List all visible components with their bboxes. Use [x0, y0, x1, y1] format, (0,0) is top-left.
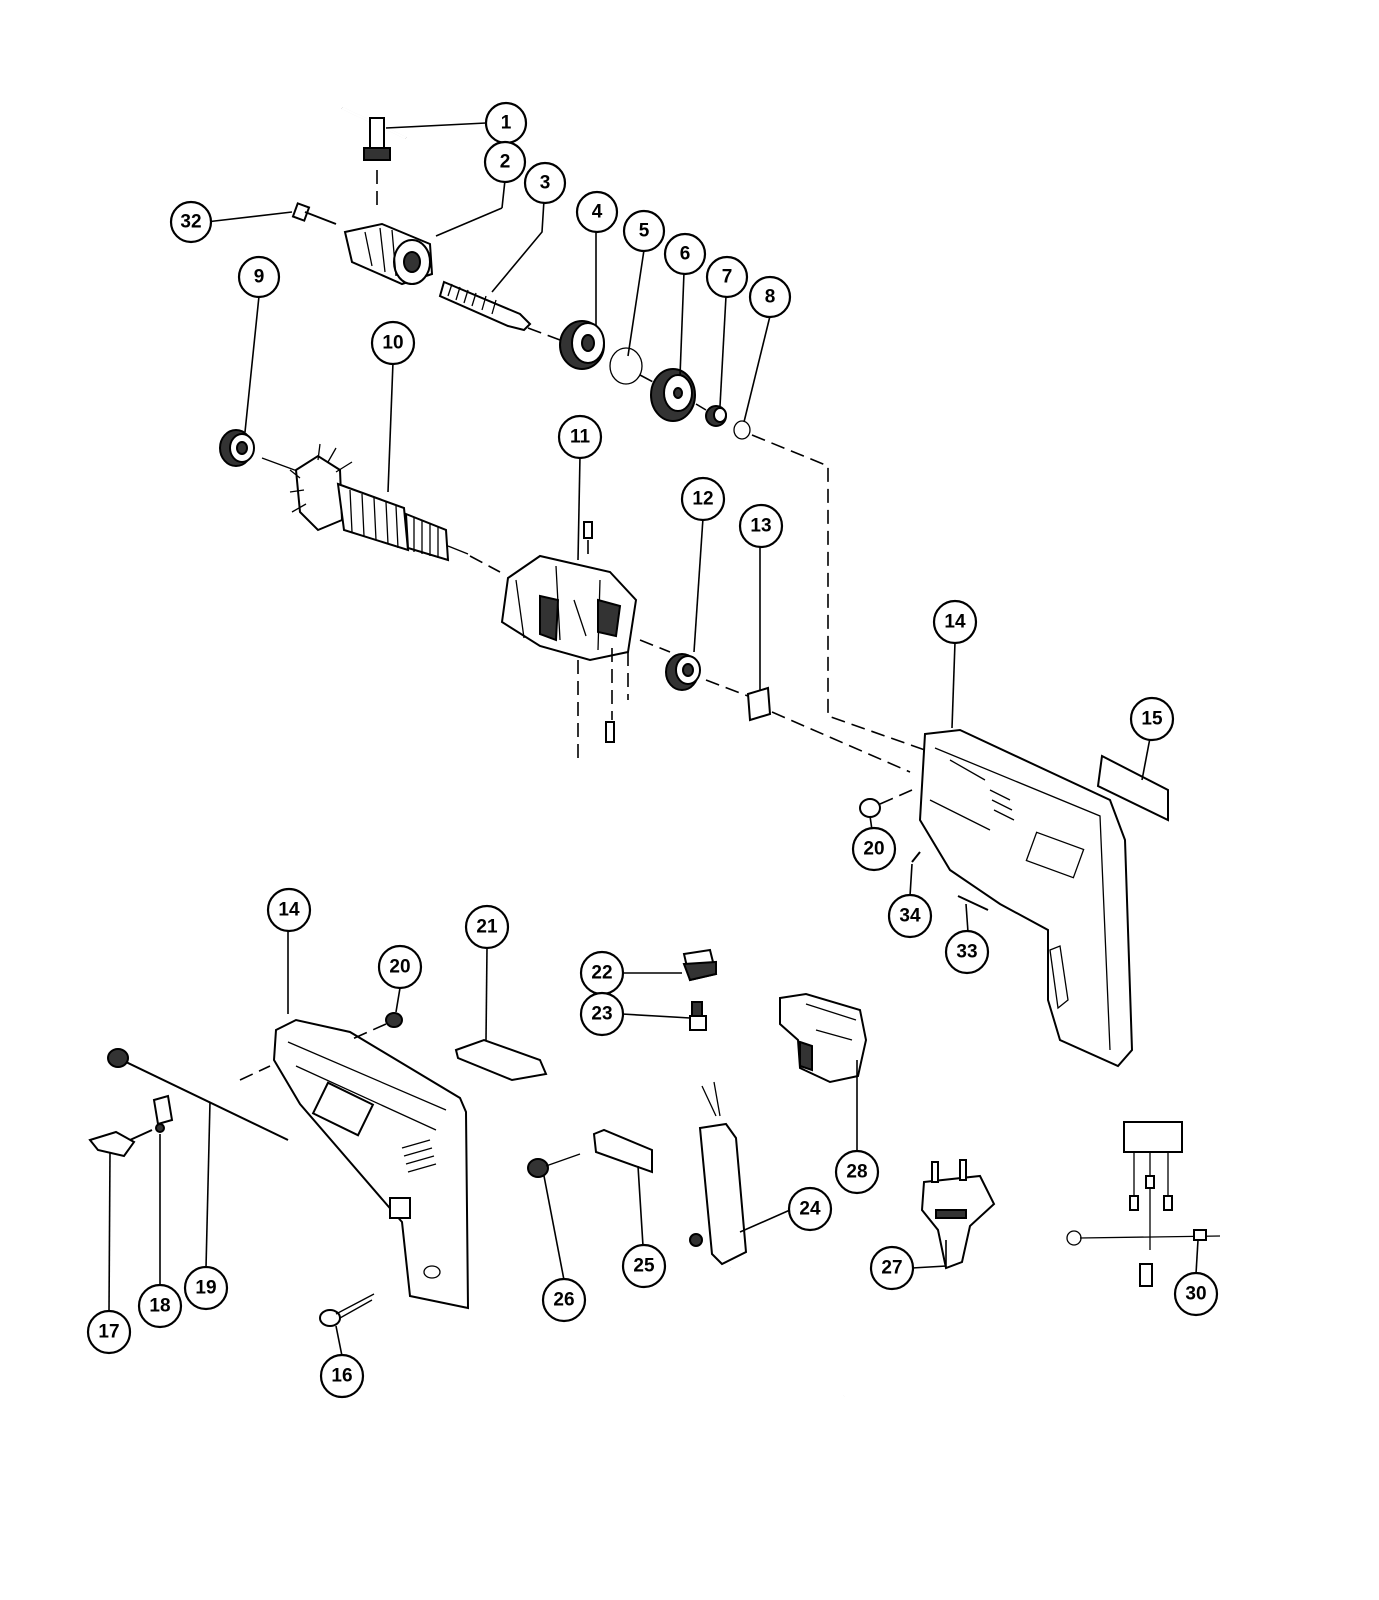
callout-20-left: 20	[377, 944, 423, 990]
svg-text:19: 19	[195, 1278, 216, 1299]
svg-text:12: 12	[692, 489, 713, 510]
cap-right	[859, 798, 881, 818]
housing-screw	[319, 1293, 375, 1327]
callout-6: 6	[663, 232, 707, 276]
callout-2: 2	[483, 140, 527, 184]
ball-bearing-rear	[219, 429, 255, 467]
svg-text:20: 20	[863, 839, 884, 860]
callout-19: 19	[183, 1265, 229, 1311]
callout-4: 4	[575, 190, 619, 234]
ball-bearing-front	[559, 320, 605, 370]
callout-22: 22	[579, 950, 625, 996]
cap-left	[385, 1012, 403, 1028]
leader-lines	[108, 122, 1199, 1357]
callout-14-left: 14	[266, 887, 312, 933]
callout-8: 8	[748, 275, 792, 319]
svg-text:22: 22	[591, 963, 612, 984]
callout-5: 5	[622, 209, 666, 253]
callout-12: 12	[680, 476, 726, 522]
svg-text:8: 8	[765, 287, 776, 308]
svg-text:34: 34	[899, 906, 921, 927]
svg-text:33: 33	[956, 942, 977, 963]
svg-text:14: 14	[944, 612, 966, 633]
svg-text:3: 3	[540, 173, 551, 194]
callout-1: 1	[484, 101, 528, 145]
svg-text:32: 32	[180, 212, 201, 233]
gear	[650, 368, 696, 422]
spindle	[438, 280, 532, 332]
svg-text:6: 6	[680, 244, 691, 265]
svg-text:11: 11	[570, 427, 591, 448]
svg-text:25: 25	[633, 1256, 655, 1277]
callout-20-right: 20	[851, 826, 897, 872]
svg-text:1: 1	[501, 113, 512, 134]
carbon-brush	[689, 1001, 707, 1031]
chuck-key	[341, 106, 407, 205]
cord-armor	[689, 1081, 947, 1401]
svg-text:24: 24	[799, 1199, 821, 1220]
svg-text:26: 26	[553, 1290, 574, 1311]
svg-text:2: 2	[500, 152, 511, 173]
callout-10: 10	[370, 320, 416, 366]
housing-right	[918, 728, 1134, 1068]
callout-27: 27	[869, 1245, 915, 1291]
callout-23: 23	[579, 991, 625, 1037]
depth-rod	[107, 1048, 289, 1141]
svg-text:17: 17	[98, 1322, 119, 1343]
power-plug	[920, 1159, 996, 1270]
svg-text:27: 27	[881, 1258, 902, 1279]
svg-text:4: 4	[592, 202, 603, 223]
callout-14-right: 14	[932, 599, 978, 645]
cord-clamp	[527, 1128, 653, 1178]
callout-26: 26	[541, 1277, 587, 1323]
callout-16: 16	[319, 1353, 365, 1399]
brush-holder	[682, 948, 718, 982]
callout-18: 18	[137, 1283, 183, 1329]
retaining-ring	[609, 347, 643, 385]
svg-text:18: 18	[149, 1296, 170, 1317]
callout-21: 21	[464, 904, 510, 950]
chuck-screw	[291, 202, 337, 225]
callout-24: 24	[787, 1186, 833, 1232]
callout-33: 33	[944, 929, 990, 975]
trigger-switch	[779, 992, 868, 1084]
svg-text:14: 14	[278, 900, 300, 921]
svg-text:28: 28	[846, 1162, 867, 1183]
svg-text:21: 21	[476, 917, 498, 938]
callout-7: 7	[705, 255, 749, 299]
svg-text:23: 23	[591, 1004, 612, 1025]
armature	[261, 443, 501, 573]
svg-text:10: 10	[382, 333, 403, 354]
callout-15: 15	[1129, 696, 1175, 742]
stator-field	[500, 521, 638, 760]
callout-32: 32	[169, 200, 213, 244]
callout-9: 9	[237, 255, 281, 299]
svg-text:15: 15	[1141, 709, 1163, 730]
callout-17: 17	[86, 1309, 132, 1355]
svg-text:5: 5	[639, 221, 650, 242]
svg-text:30: 30	[1185, 1284, 1206, 1305]
callout-3: 3	[523, 161, 567, 205]
bushing	[705, 405, 727, 427]
svg-text:7: 7	[722, 267, 733, 288]
svg-text:20: 20	[389, 957, 410, 978]
noise-suppressor	[1066, 1121, 1221, 1287]
housing-left	[272, 1018, 470, 1310]
side-cover	[454, 1038, 548, 1082]
callout-25: 25	[621, 1243, 667, 1289]
ball-bearing-armature	[665, 653, 701, 691]
callout-28: 28	[834, 1149, 880, 1195]
washer	[733, 420, 751, 440]
callout-13: 13	[738, 503, 784, 549]
svg-text:16: 16	[331, 1366, 352, 1387]
name-plate	[1096, 754, 1169, 822]
svg-text:13: 13	[750, 516, 771, 537]
callout-11: 11	[557, 414, 603, 460]
svg-text:9: 9	[254, 267, 265, 288]
drill-chuck	[343, 222, 434, 286]
insulation-plate	[746, 686, 772, 722]
callout-34: 34	[887, 893, 933, 939]
callout-30: 30	[1173, 1271, 1219, 1317]
